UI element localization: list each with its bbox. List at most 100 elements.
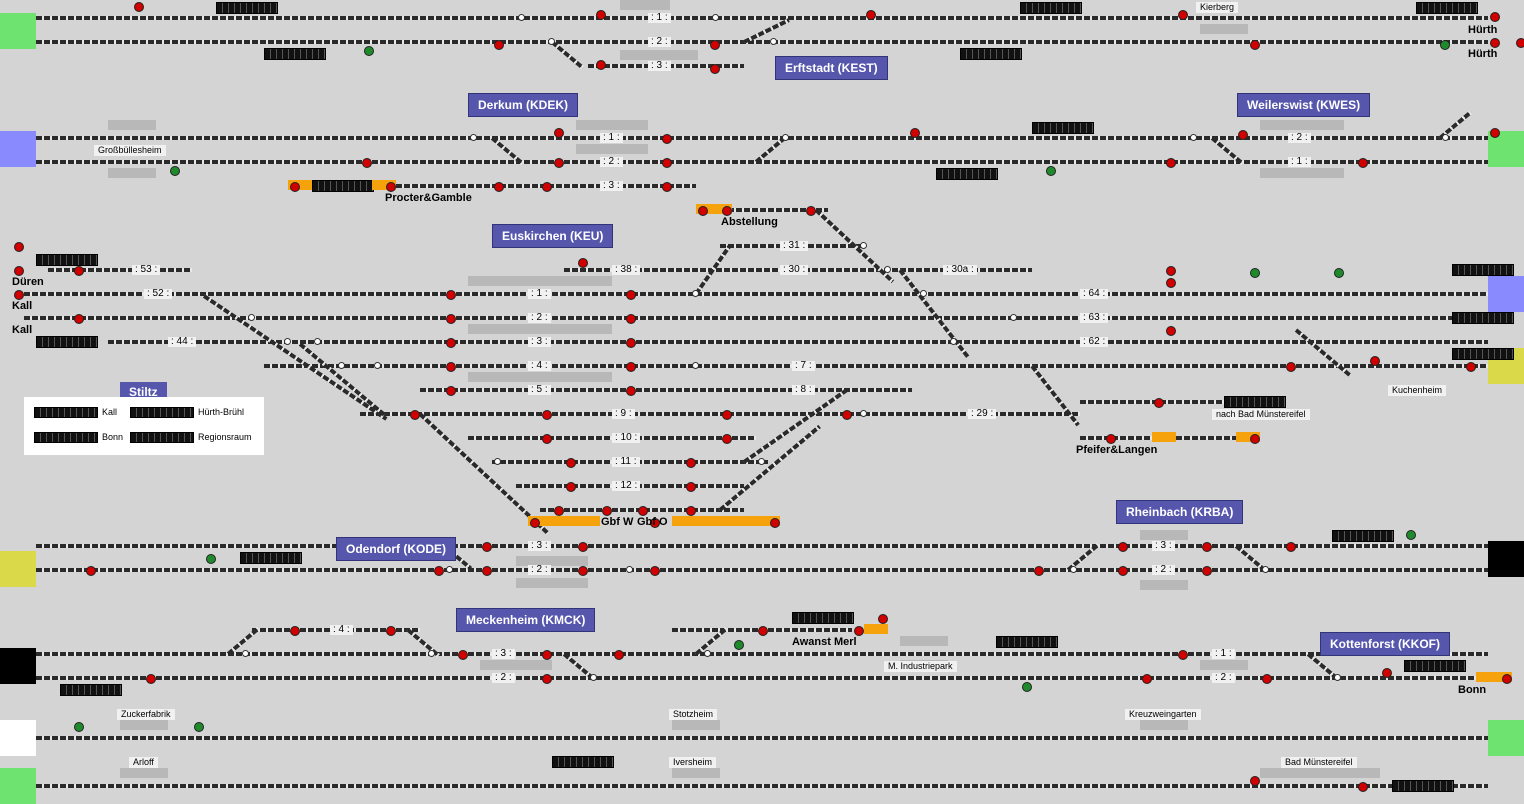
signal-red[interactable]: [554, 128, 564, 138]
signal-red[interactable]: [530, 518, 540, 528]
signal-red[interactable]: [1166, 266, 1176, 276]
switch-point[interactable]: [1442, 134, 1449, 141]
signal-red[interactable]: [1490, 128, 1500, 138]
signal-red[interactable]: [614, 650, 624, 660]
switch-point[interactable]: [712, 14, 719, 21]
signal-red[interactable]: [554, 506, 564, 516]
signal-red[interactable]: [1202, 542, 1212, 552]
switch-point[interactable]: [782, 134, 789, 141]
signal-red[interactable]: [410, 410, 420, 420]
switch-point[interactable]: [494, 458, 501, 465]
signal-red[interactable]: [578, 542, 588, 552]
signal-red[interactable]: [710, 64, 720, 74]
switch-point[interactable]: [374, 362, 381, 369]
signal-green[interactable]: [170, 166, 180, 176]
signal-red[interactable]: [1166, 278, 1176, 288]
signal-red[interactable]: [626, 338, 636, 348]
signal-red[interactable]: [542, 650, 552, 660]
signal-red[interactable]: [686, 506, 696, 516]
switch-point[interactable]: [1010, 314, 1017, 321]
signal-red[interactable]: [290, 182, 300, 192]
switch-point[interactable]: [884, 266, 891, 273]
signal-red[interactable]: [1250, 40, 1260, 50]
signal-red[interactable]: [446, 314, 456, 324]
signal-red[interactable]: [1118, 566, 1128, 576]
signal-red[interactable]: [842, 410, 852, 420]
signal-red[interactable]: [866, 10, 876, 20]
signal-red[interactable]: [1286, 542, 1296, 552]
signal-red[interactable]: [626, 386, 636, 396]
switch-point[interactable]: [692, 290, 699, 297]
switch-point[interactable]: [626, 566, 633, 573]
signal-red[interactable]: [602, 506, 612, 516]
signal-red[interactable]: [1106, 434, 1116, 444]
signal-green[interactable]: [734, 640, 744, 650]
signal-red[interactable]: [362, 158, 372, 168]
signal-red[interactable]: [650, 518, 660, 528]
signal-green[interactable]: [1250, 268, 1260, 278]
signal-red[interactable]: [74, 266, 84, 276]
signal-red[interactable]: [290, 626, 300, 636]
signal-red[interactable]: [146, 674, 156, 684]
signal-red[interactable]: [806, 206, 816, 216]
signal-red[interactable]: [722, 410, 732, 420]
signal-red[interactable]: [722, 206, 732, 216]
signal-red[interactable]: [1490, 12, 1500, 22]
signal-red[interactable]: [434, 566, 444, 576]
signal-green[interactable]: [1022, 682, 1032, 692]
signal-red[interactable]: [482, 566, 492, 576]
signal-green[interactable]: [1406, 530, 1416, 540]
signal-red[interactable]: [662, 182, 672, 192]
switch-point[interactable]: [1262, 566, 1269, 573]
signal-red[interactable]: [542, 674, 552, 684]
switch-point[interactable]: [1070, 566, 1077, 573]
signal-red[interactable]: [1250, 776, 1260, 786]
switch-point[interactable]: [950, 338, 957, 345]
signal-green[interactable]: [1046, 166, 1056, 176]
signal-red[interactable]: [638, 506, 648, 516]
signal-red[interactable]: [542, 434, 552, 444]
signal-green[interactable]: [1440, 40, 1450, 50]
signal-red[interactable]: [458, 650, 468, 660]
signal-green[interactable]: [74, 722, 84, 732]
switch-point[interactable]: [314, 338, 321, 345]
signal-red[interactable]: [770, 518, 780, 528]
signal-red[interactable]: [1166, 158, 1176, 168]
signal-red[interactable]: [1262, 674, 1272, 684]
signal-red[interactable]: [86, 566, 96, 576]
signal-red[interactable]: [686, 482, 696, 492]
switch-point[interactable]: [692, 362, 699, 369]
signal-red[interactable]: [1034, 566, 1044, 576]
signal-red[interactable]: [1370, 356, 1380, 366]
signal-red[interactable]: [650, 566, 660, 576]
signal-red[interactable]: [1490, 38, 1500, 48]
signal-red[interactable]: [494, 40, 504, 50]
signal-red[interactable]: [626, 314, 636, 324]
signal-red[interactable]: [878, 614, 888, 624]
signal-red[interactable]: [1502, 674, 1512, 684]
signal-green[interactable]: [206, 554, 216, 564]
signal-red[interactable]: [1516, 38, 1524, 48]
signal-red[interactable]: [446, 386, 456, 396]
signal-red[interactable]: [542, 410, 552, 420]
switch-point[interactable]: [518, 14, 525, 21]
switch-point[interactable]: [242, 650, 249, 657]
signal-red[interactable]: [386, 182, 396, 192]
signal-red[interactable]: [494, 182, 504, 192]
signal-red[interactable]: [1358, 782, 1368, 792]
signal-red[interactable]: [710, 40, 720, 50]
switch-point[interactable]: [446, 566, 453, 573]
signal-red[interactable]: [596, 60, 606, 70]
signal-red[interactable]: [578, 258, 588, 268]
signal-green[interactable]: [1334, 268, 1344, 278]
switch-point[interactable]: [860, 242, 867, 249]
signal-red[interactable]: [554, 158, 564, 168]
switch-point[interactable]: [284, 338, 291, 345]
switch-point[interactable]: [920, 290, 927, 297]
switch-point[interactable]: [704, 650, 711, 657]
signal-red[interactable]: [626, 290, 636, 300]
signal-red[interactable]: [910, 128, 920, 138]
signal-red[interactable]: [1358, 158, 1368, 168]
signal-red[interactable]: [446, 338, 456, 348]
signal-red[interactable]: [758, 626, 768, 636]
